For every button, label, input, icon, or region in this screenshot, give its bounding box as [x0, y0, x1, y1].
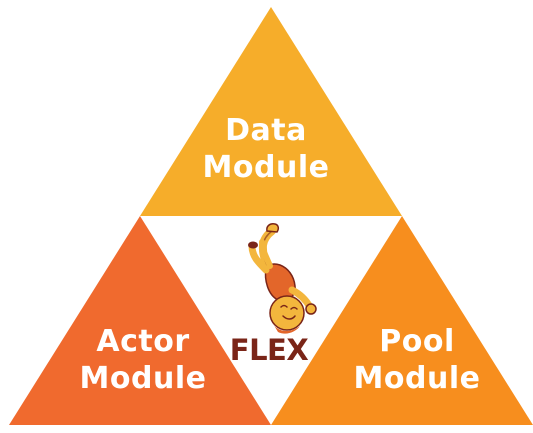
data-module-label: Data Module — [186, 112, 346, 186]
actor-module-label-line1: Actor — [96, 324, 190, 359]
flex-logo-text: FLEX — [229, 333, 309, 367]
data-module-triangle — [140, 7, 402, 216]
pool-module-triangle — [271, 216, 533, 425]
data-module-label-line1: Data — [225, 113, 307, 148]
actor-module-label: Actor Module — [58, 323, 228, 397]
pool-module-label-line2: Module — [353, 361, 481, 396]
actor-module-triangle — [9, 216, 271, 425]
data-module-label-line2: Module — [202, 150, 330, 185]
actor-module-label-line2: Module — [79, 361, 207, 396]
acrobat-mascot-icon — [248, 223, 317, 334]
pool-module-label-line1: Pool — [379, 324, 455, 359]
pool-module-label: Pool Module — [332, 323, 502, 397]
